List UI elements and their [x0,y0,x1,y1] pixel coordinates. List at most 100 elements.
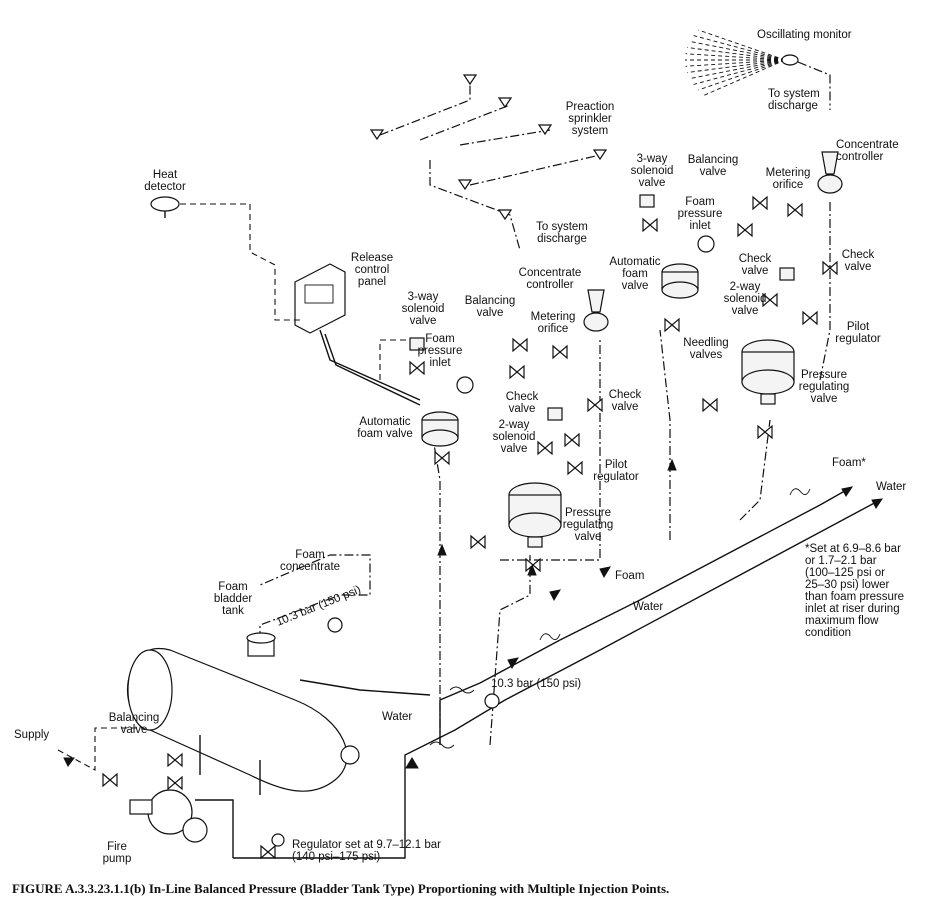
sprinkler-system [369,74,608,251]
pump-outlet [182,817,208,843]
valve-right-mid [762,292,778,308]
concentrate-controller-mid [583,289,609,332]
water-main-lower [233,499,881,859]
right-controller-line [819,200,831,381]
label-water-mid: Water [633,601,663,613]
needling-valve-1 [702,397,718,413]
sprinkler-head-4 [537,124,553,136]
three-way-valve-left [409,360,425,376]
flow-arrow-5 [437,543,447,556]
three-way-valve-right [642,217,658,233]
spray-line-9 [689,59,786,79]
automatic-foam-valve-right [661,263,699,299]
balancing-valve-bottom-3 [167,775,183,791]
pressure-regulating-valve-left [508,482,562,548]
tank-port-top [246,632,276,644]
valve-left-lower [434,450,450,466]
valve-left-riser [470,534,486,550]
solenoid-3way-left [409,337,425,351]
concentrate-controller-right [817,151,843,194]
label-supply: Supply [14,729,49,741]
check-valve-right-b [822,260,838,276]
pilot-regulator-right [802,310,818,326]
pump-inlet [129,799,153,815]
spray-line-3 [689,41,786,61]
valve-group [102,195,838,860]
gauge-right [697,235,715,253]
flow-arrow-2 [507,657,520,670]
foam-riser-right-b [739,419,771,521]
label-foam-star: Foam* [832,457,866,469]
pilot-regulator-left [564,432,580,448]
tank-gauge-icon [327,617,343,633]
supply-arrow [63,757,75,767]
needling-valve-2 [757,424,773,440]
foam-riser-right [659,329,671,540]
spray-line-4 [687,47,786,61]
foam-riser-mid [489,555,531,746]
spray-line-11 [698,59,786,91]
solenoids [409,194,795,421]
spray-line-7 [685,59,786,67]
pipe-break-lower [429,741,455,749]
label-water-bottom: Water [382,711,412,723]
flow-arrow-3 [549,589,562,602]
gauges [271,235,715,847]
valve-right-lower [664,317,680,333]
valve-left-prv-out [525,557,541,573]
metering-orifice-right [787,202,803,218]
pump-discharge-pipe [195,799,234,858]
tank-end-cap [127,649,173,731]
tank-water-line [299,679,431,696]
spray-line-1 [698,29,786,61]
label-line-pressure: 10.3 bar (150 psi) [491,678,581,690]
tank-outlet-flange [340,745,360,765]
heat-detector [150,196,180,218]
label-tank-pressure: 10.3 bar (150 psi) [275,584,363,629]
release-control-panel [294,263,346,334]
balancing-valve-right [752,195,768,211]
label-water-right: Water [876,481,906,493]
sprinkler-head-1 [369,129,385,141]
automatic-foam-valve-left [421,411,459,447]
figure-caption: FIGURE A.3.3.23.1.1(b) In-Line Balanced … [12,881,669,896]
flow-arrow-7 [667,458,677,471]
sprinkler-head-6 [592,149,608,161]
flow-arrow-6 [527,563,537,576]
gauge-left [456,376,474,394]
sprinkler-head-2 [462,74,478,86]
sprinkler-head-3 [497,97,513,109]
spray-line-12 [703,59,786,96]
flow-arrow-4 [599,566,612,579]
fire-pump [129,789,208,843]
balancing-valve-bottom-2 [167,752,183,768]
balancing-valve-left [512,337,528,353]
spray-line-5 [685,53,786,61]
